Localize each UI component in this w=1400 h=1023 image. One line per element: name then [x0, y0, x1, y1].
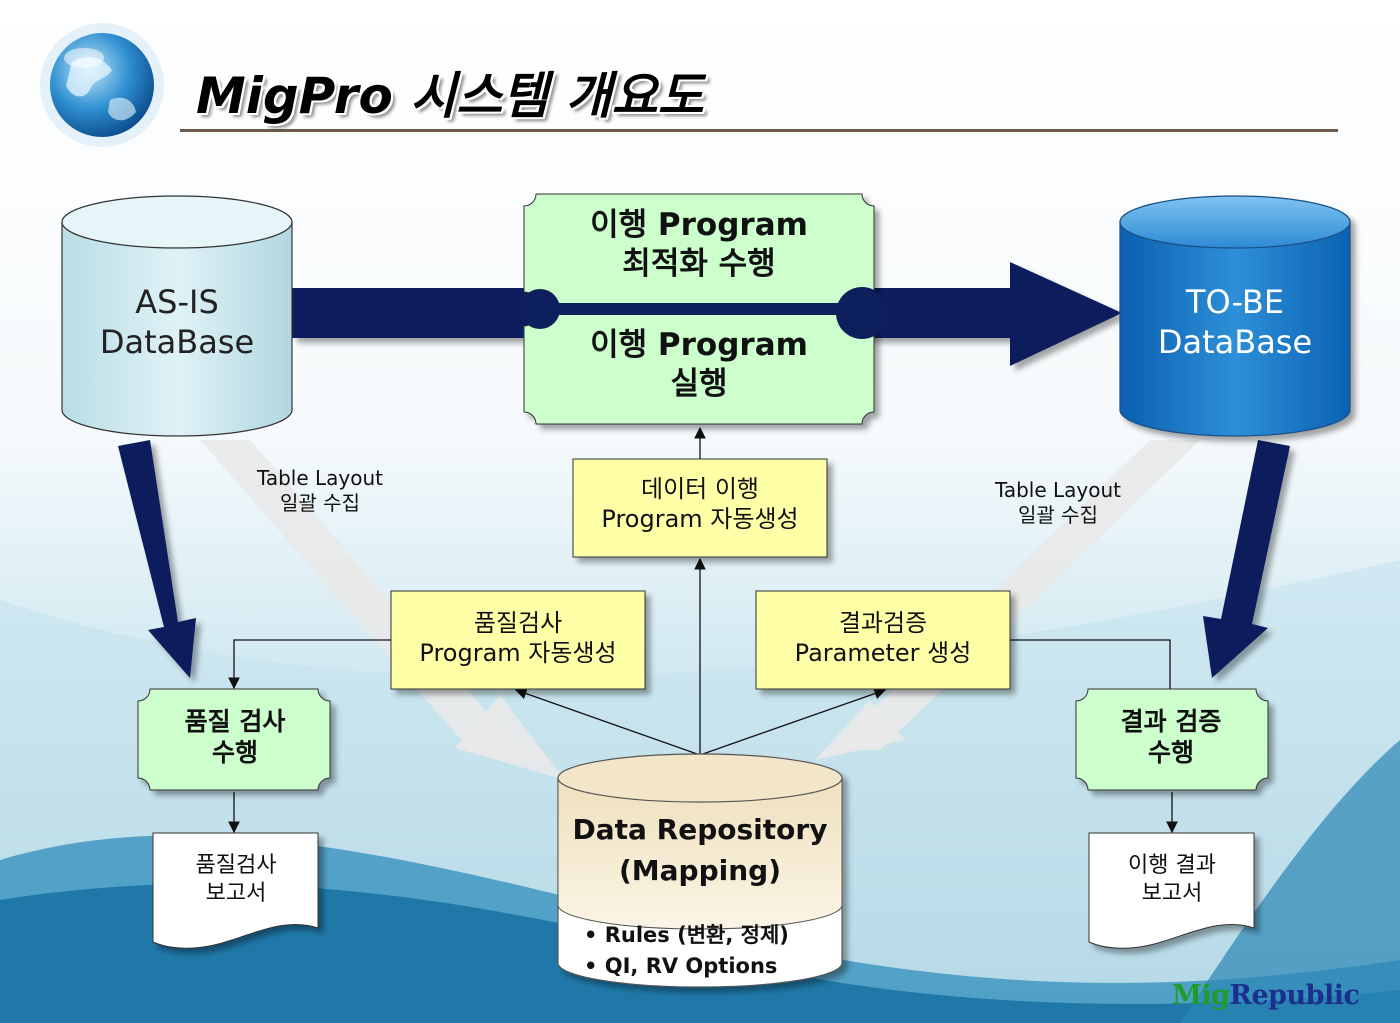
- connector-lines: [228, 426, 1178, 834]
- quality-autogen-label: 품질검사 Program 자동생성: [392, 608, 644, 668]
- table-layout-left-line2: 일괄 수집: [280, 491, 360, 515]
- repository-line2: (Mapping): [618, 853, 781, 887]
- quality-report-line2: 보고서: [205, 880, 267, 906]
- repository-item: Rules (변환, 정제): [584, 920, 789, 951]
- table-layout-right-line2: 일괄 수집: [1018, 503, 1098, 527]
- quality-report-doc: [152, 832, 319, 949]
- tobe-database-label: TO-BE DataBase: [1120, 282, 1350, 362]
- result-task-box: [1075, 688, 1269, 791]
- globe-icon: [40, 23, 164, 147]
- result-autogen-line1: 결과검증: [838, 609, 928, 637]
- migration-autogen-label: 데이터 이행 Program 자동생성: [574, 474, 826, 534]
- quality-autogen-line1: 품질검사: [473, 609, 563, 637]
- result-autogen-label: 결과검증 Parameter 생성: [757, 608, 1009, 668]
- program-optimize-line1: 이행 Program: [590, 207, 808, 243]
- repository-item: QI, RV Options: [584, 951, 789, 982]
- asis-database-label: AS-IS DataBase: [62, 282, 292, 362]
- result-autogen-line2: Parameter 생성: [794, 639, 972, 667]
- program-optimize-label: 이행 Program 최적화 수행: [524, 206, 874, 284]
- tobe-to-result-arrow: [1203, 440, 1290, 678]
- table-layout-left-line1: Table Layout: [256, 466, 384, 490]
- tobe-label-line2: DataBase: [1157, 323, 1313, 361]
- migration-autogen-box: [572, 458, 828, 558]
- migration-autogen-line2: Program 자동생성: [601, 505, 799, 533]
- table-layout-left-label: Table Layout 일괄 수집: [230, 466, 410, 516]
- result-task-line1: 결과 검증: [1120, 707, 1222, 736]
- quality-task-line2: 수행: [211, 738, 258, 768]
- program-execute-line2: 실행: [670, 365, 728, 402]
- repository-title: Data Repository (Mapping): [558, 810, 842, 891]
- result-task-line2: 수행: [1147, 738, 1194, 768]
- program-execute-label: 이행 Program 실행: [524, 326, 874, 404]
- asis-label-line1: AS-IS: [135, 283, 219, 321]
- migration-autogen-line1: 데이터 이행: [640, 475, 760, 503]
- program-execute-line1: 이행 Program: [590, 327, 808, 363]
- quality-autogen-line2: Program 자동생성: [419, 639, 617, 667]
- quality-autogen-box: [390, 590, 646, 690]
- result-report-doc: [1088, 832, 1255, 949]
- tobe-label-line1: TO-BE: [1185, 283, 1285, 321]
- result-report-label: 이행 결과 보고서: [1090, 852, 1254, 907]
- tobe-database: [1119, 195, 1351, 437]
- migrepublic-logo: MigRepublic: [1172, 980, 1360, 1011]
- program-optimize-line2: 최적화 수행: [622, 245, 776, 282]
- logo-part-republic: Republic: [1229, 980, 1360, 1011]
- quality-report-line1: 품질검사: [195, 853, 277, 878]
- asis-to-quality-arrow: [118, 440, 196, 678]
- result-report-line2: 보고서: [1141, 880, 1203, 906]
- quality-task-line1: 품질 검사: [184, 707, 286, 736]
- asis-label-line2: DataBase: [99, 323, 255, 361]
- quality-report-label: 품질검사 보고서: [154, 852, 318, 907]
- logo-part-mig: Mig: [1172, 980, 1230, 1011]
- repository-items: Rules (변환, 정제) QI, RV Options: [584, 920, 789, 982]
- result-autogen-box: [755, 590, 1011, 690]
- repository-line1: Data Repository: [572, 813, 828, 846]
- quality-task-label: 품질 검사 수행: [140, 706, 330, 769]
- result-task-label: 결과 검증 수행: [1076, 706, 1266, 769]
- program-arrow-band: [520, 287, 888, 339]
- table-layout-right-line1: Table Layout: [994, 478, 1122, 502]
- quality-task-box: [137, 688, 331, 791]
- asis-database: [61, 195, 293, 437]
- table-layout-right-label: Table Layout 일괄 수집: [968, 478, 1148, 528]
- page-title: MigPro 시스템 개요도: [196, 67, 704, 125]
- result-report-line1: 이행 결과: [1128, 853, 1216, 878]
